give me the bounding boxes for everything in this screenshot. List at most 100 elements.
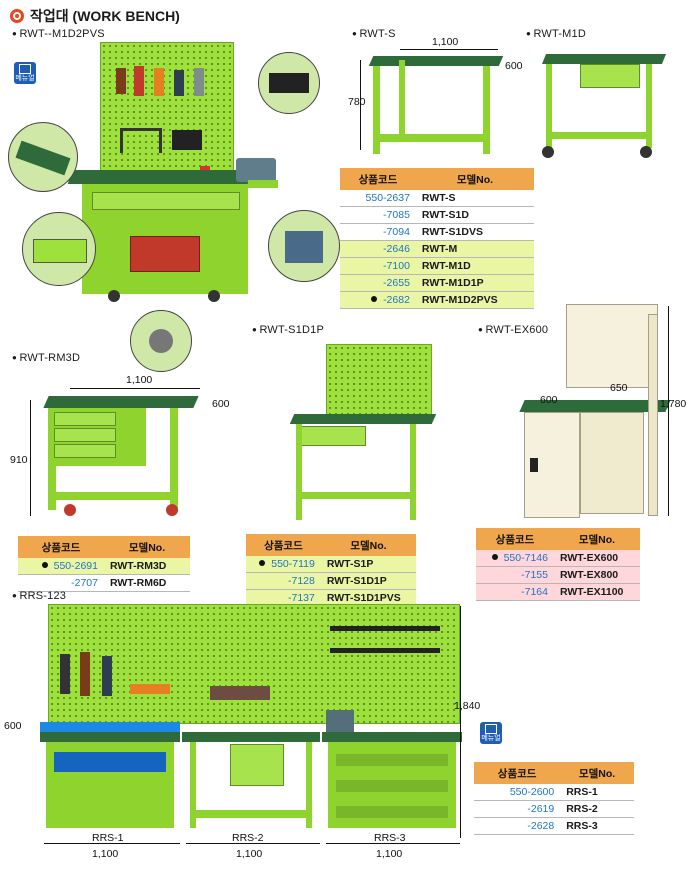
dim-line-rrs-3	[326, 843, 460, 844]
dim-height-rrs: 1,840	[454, 700, 481, 712]
model-cell: RWT-M	[415, 240, 534, 258]
zoom-worktop-detail	[8, 122, 78, 192]
selected-dot-icon	[41, 562, 48, 568]
code-cell: -7094	[340, 223, 416, 241]
shelf	[190, 810, 312, 818]
model-cell: RWT-M1D	[415, 257, 534, 275]
image-rwt-ex600	[510, 300, 685, 532]
code-cell-text: 550-7146	[503, 552, 548, 564]
model-cell: RWT-S1D	[415, 206, 534, 224]
table-header-row: 상품코드 모델No.	[476, 528, 640, 550]
bins-rrs-1	[54, 752, 166, 772]
zoom-caster-detail	[130, 310, 192, 372]
code-cell: -2628	[474, 817, 561, 835]
dim-depth-rwt-rm3d: 600	[212, 398, 230, 410]
header-model: 모델No.	[103, 536, 190, 558]
zoom-hook-detail	[258, 52, 320, 114]
header-model: 모델No.	[415, 168, 534, 190]
model-cell: RWT-S1P	[320, 556, 416, 573]
header-code: 상품코드	[476, 528, 554, 550]
pegboard	[48, 604, 460, 724]
shelf	[336, 754, 448, 766]
header-model: 모델No.	[320, 534, 416, 556]
manual-button-label: 메뉴얼	[15, 75, 35, 82]
code-cell: -7164	[476, 583, 554, 601]
code-cell: -7137	[246, 589, 321, 607]
upper-rack	[566, 304, 658, 388]
dim-line-width	[70, 388, 200, 389]
side-arm	[248, 180, 278, 188]
open-cabinet	[580, 412, 644, 514]
model-cell: RWT-EX1100	[553, 583, 640, 601]
pegboard	[326, 344, 432, 416]
drawer	[54, 428, 116, 442]
model-cell: RWT-S1DVS	[415, 223, 534, 241]
dim-width-rwt-ex600: 650	[610, 382, 628, 394]
unit-width-rrs-3: 1,100	[376, 848, 403, 860]
leg	[296, 424, 302, 520]
header-code: 상품코드	[340, 168, 416, 190]
header-model: 모델No.	[560, 762, 634, 784]
code-cell: -7155	[476, 566, 554, 584]
worktop	[67, 170, 253, 184]
model-cell: RWT-RM6D	[103, 574, 190, 592]
image-rrs-123	[40, 604, 462, 840]
zoom-drawer-detail	[22, 212, 96, 286]
code-cell-text: 550-2691	[53, 560, 98, 572]
label-rwt-rm3d: RWT-RM3D	[12, 352, 80, 364]
door-handle	[530, 458, 538, 472]
manual-button-label: 메뉴얼	[481, 735, 501, 742]
manual-button-1[interactable]: 메뉴얼	[14, 62, 36, 84]
drawer	[54, 412, 116, 426]
leg	[48, 466, 56, 510]
caster	[208, 290, 220, 302]
caster	[542, 146, 554, 158]
label-rwt-m1d2pvs: RWT--M1D2PVS	[12, 28, 105, 40]
manual-book-icon	[485, 724, 497, 734]
label-rwt-s: RWT-S	[352, 28, 396, 40]
vise	[326, 710, 354, 732]
leg	[170, 408, 178, 508]
page-title-text: 작업대 (WORK BENCH)	[30, 8, 180, 24]
unit-width-rrs-1: 1,100	[92, 848, 119, 860]
dim-height-rwt-s: 780	[348, 96, 366, 108]
header-code: 상품코드	[18, 536, 104, 558]
unit-width-rrs-2: 1,100	[236, 848, 263, 860]
manual-button-2[interactable]: 메뉴얼	[480, 722, 502, 744]
selected-dot-icon	[371, 296, 378, 302]
code-cell: -7100	[340, 257, 416, 275]
code-cell: -2619	[474, 800, 561, 818]
model-cell: RWT-M1D2PVS	[415, 291, 534, 309]
dim-line-height	[30, 400, 31, 516]
header-model: 모델No.	[553, 528, 640, 550]
page-title: 작업대 (WORK BENCH)	[10, 6, 180, 26]
manual-book-icon	[19, 64, 31, 74]
caster	[64, 504, 76, 516]
model-cell: RWT-S1D1P	[320, 572, 416, 590]
caster	[108, 290, 120, 302]
drawer	[92, 192, 240, 210]
model-cell: RWT-S	[415, 190, 534, 207]
shelf	[48, 492, 178, 500]
dim-line-height	[668, 306, 669, 516]
selected-dot-icon	[259, 560, 266, 566]
drawer	[54, 444, 116, 458]
unit-name-rrs-2: RRS-2	[232, 832, 264, 844]
worktop	[289, 414, 437, 424]
model-cell: RWT-EX600	[553, 550, 640, 567]
code-cell: -2707	[18, 574, 104, 592]
model-cell: RRS-1	[560, 784, 634, 801]
bin-rack	[40, 722, 180, 732]
worktop	[368, 56, 504, 66]
dim-line-rrs-2	[186, 843, 320, 844]
dim-line-height	[360, 60, 361, 150]
dim-line-rrs-1	[44, 843, 180, 844]
